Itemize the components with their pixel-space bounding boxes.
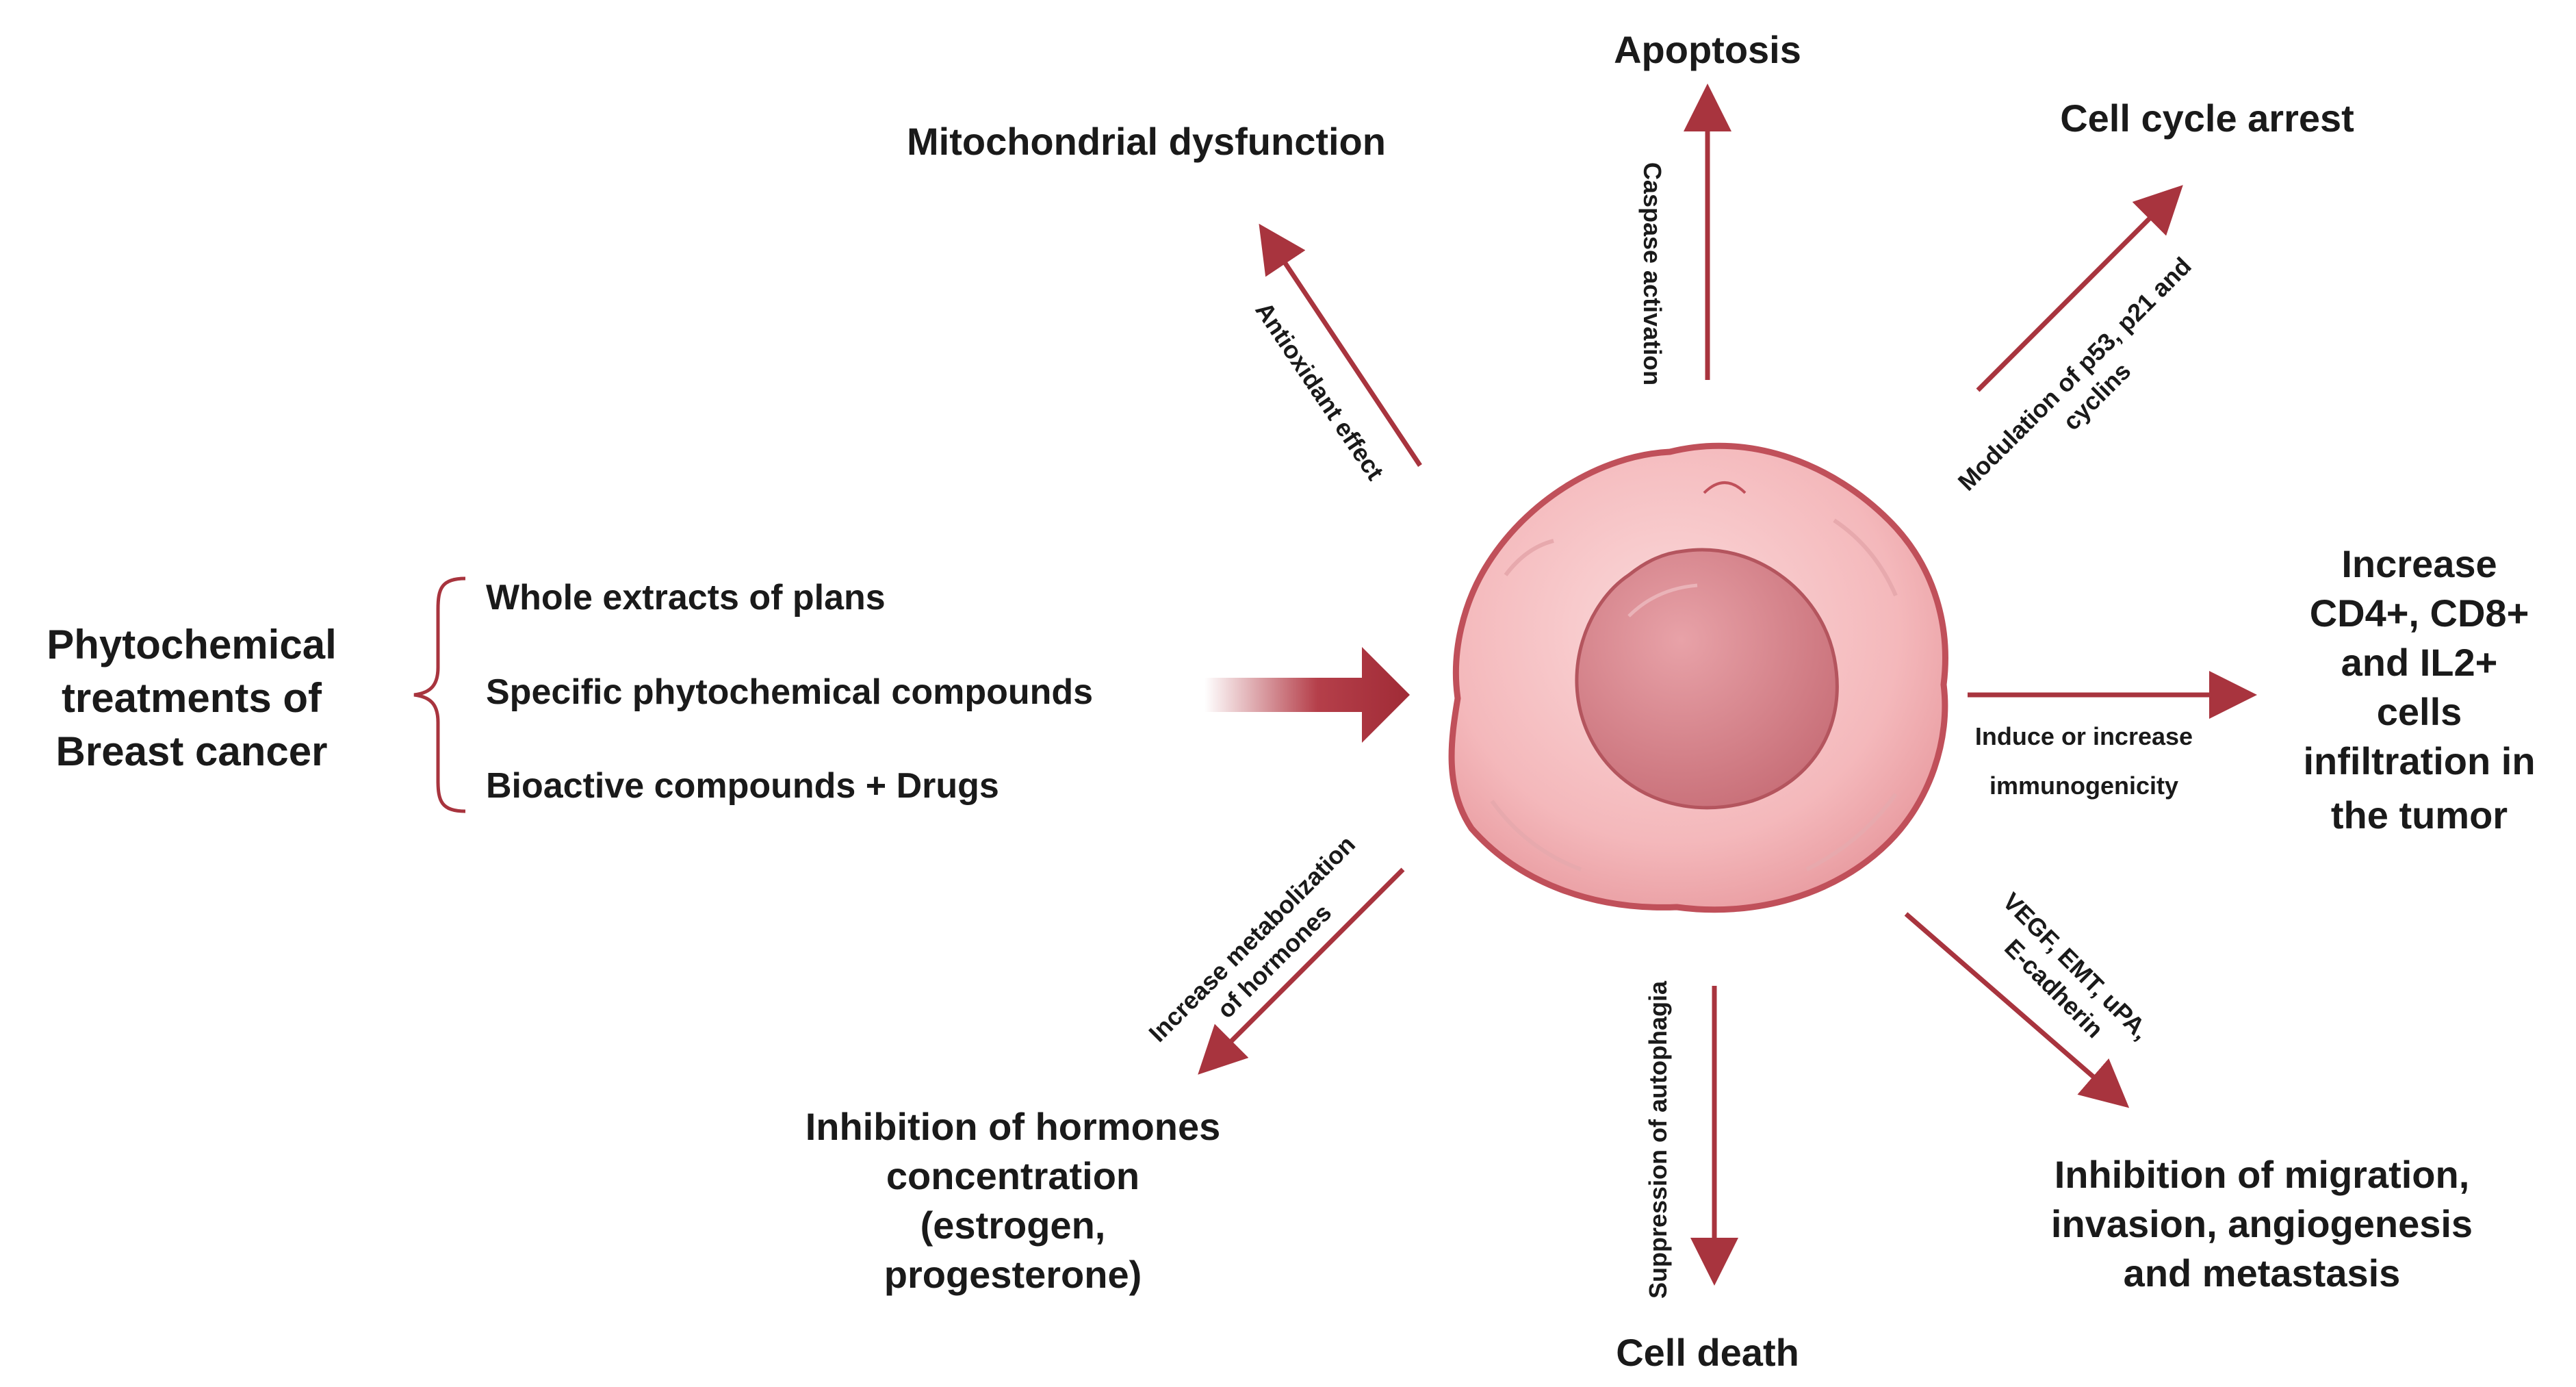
mitochondria-arrow <box>1259 223 1422 467</box>
hormones-title-line: (estrogen, <box>920 1204 1106 1247</box>
immunity-label: Induce or increase immunogenicity <box>1975 722 2193 800</box>
immunity-title-line: and IL2+ <box>2341 641 2498 684</box>
cell-death-title: Cell death <box>1616 1331 1799 1374</box>
cell-cycle-title: Cell cycle arrest <box>2060 97 2354 140</box>
apoptosis-title: Apoptosis <box>1614 28 1801 71</box>
treatment-item: Whole extracts of plans <box>486 578 886 618</box>
immunity-title-line: CD4+, CD8+ <box>2310 591 2529 635</box>
hormones-title-line: progesterone) <box>884 1253 1142 1296</box>
treatment-title-line-1: Phytochemical <box>47 622 337 667</box>
immunity-title-line: the tumor <box>2331 793 2508 837</box>
cancer-cell-icon <box>1448 442 1948 913</box>
treatment-item: Bioactive compounds + Drugs <box>486 766 999 806</box>
metastasis-title: Inhibition of migration, invasion, angio… <box>2051 1153 2473 1295</box>
mitochondria-title: Mitochondrial dysfunction <box>907 120 1386 163</box>
cell-cycle-label: Modulation of p53, p21 and cyclins <box>1953 252 2197 496</box>
hormones-arrow <box>1198 867 1405 1075</box>
hormones-title-line: concentration <box>886 1154 1139 1197</box>
metastasis-arrow <box>1904 912 2130 1108</box>
caspase-label: Caspase activation <box>1638 162 1666 385</box>
hormones-label-line: Increase metabolization <box>1143 830 1361 1047</box>
treatment-title-line-2: treatments of <box>62 675 322 721</box>
metastasis-title-line: invasion, angiogenesis <box>2051 1202 2473 1245</box>
big-arrow-icon <box>1205 647 1410 743</box>
treatment-list: Whole extracts of plans Specific phytoch… <box>486 578 1093 806</box>
hormones-label: Increase metabolization of hormones <box>1143 830 1361 1047</box>
metastasis-title-line: and metastasis <box>2124 1251 2401 1295</box>
autophagia-label: Suppression of autophagia <box>1644 980 1672 1299</box>
metastasis-title-line: Inhibition of migration, <box>2055 1153 2470 1196</box>
immunity-label-line: Induce or increase <box>1975 722 2193 750</box>
treatment-title: Phytochemical treatments of Breast cance… <box>47 622 337 774</box>
curly-brace <box>413 576 466 813</box>
hormones-title-line: Inhibition of hormones <box>806 1105 1221 1148</box>
cell-cycle-label-line: Modulation of p53, p21 and <box>1953 252 2197 496</box>
hormones-title: Inhibition of hormones concentration (es… <box>806 1105 1221 1296</box>
metastasis-label: VEGF, EMT, uPA, E-cadherin <box>1997 887 2155 1045</box>
immunity-title-line: cells <box>2377 690 2462 733</box>
cell-cycle-arrow <box>1976 185 2183 392</box>
immunity-title: Increase CD4+, CD8+ and IL2+ cells infil… <box>2303 542 2535 837</box>
immunity-title-line: infiltration in <box>2303 739 2535 782</box>
immunity-title-line: Increase <box>2341 542 2497 585</box>
immunity-label-line: immunogenicity <box>1989 772 2178 800</box>
treatment-item: Specific phytochemical compounds <box>486 672 1093 712</box>
treatment-title-line-3: Breast cancer <box>56 728 328 774</box>
